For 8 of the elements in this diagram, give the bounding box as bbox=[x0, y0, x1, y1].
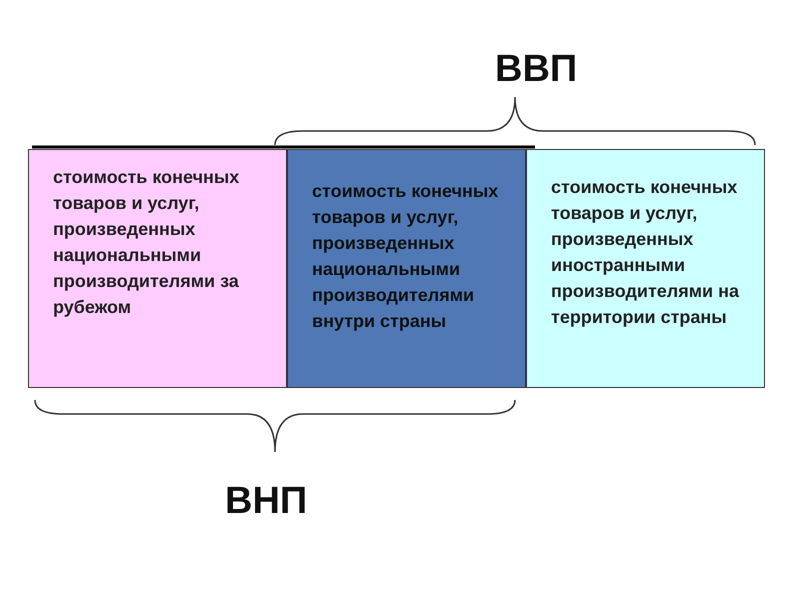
box-text: стоимость конечных товаров и услуг, произведенных национальными производителями за рубежом bbox=[53, 166, 240, 319]
box-text: стоимость конечных товаров и услуг, произведенных национальными производителями внутри страны bbox=[312, 180, 500, 333]
text-box bbox=[287, 149, 526, 388]
brace-label: ВВП bbox=[495, 48, 578, 91]
box-text: стоимость конечных товаров и услуг, произведенных иностранными производителями на территории страны bbox=[551, 176, 740, 329]
text-box bbox=[526, 149, 765, 388]
brace-label: ВНП bbox=[225, 480, 308, 523]
text-box bbox=[28, 149, 287, 388]
